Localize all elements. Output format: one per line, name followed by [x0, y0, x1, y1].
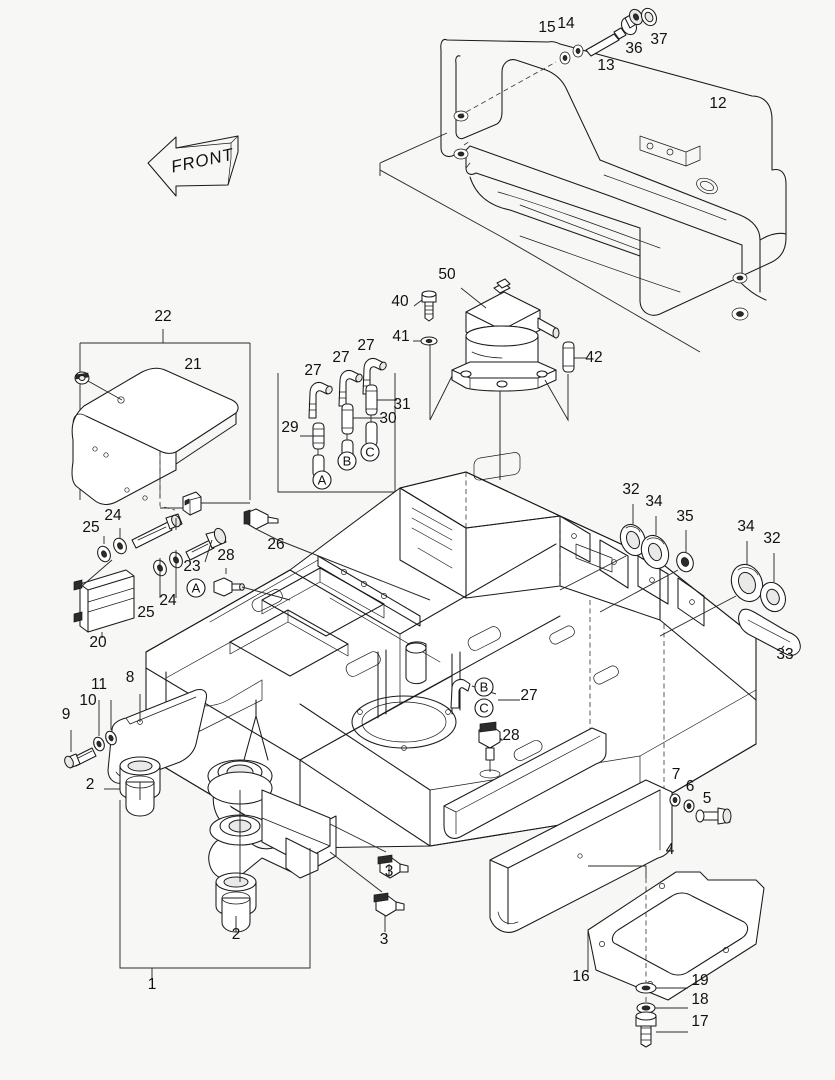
callout-number-bushing-pivot-a: 32 [622, 481, 639, 498]
front-label: FRONT [169, 145, 236, 177]
rear-panel-hardware [669, 793, 732, 825]
pivot-bushing-left [619, 523, 694, 573]
hinge-bracket-group [73, 513, 227, 638]
callout-number-washer-hinge-bracket-a: 24 [104, 507, 122, 524]
callout-number-connector-fitting-b: 28 [502, 727, 519, 744]
callout-number-grease-fitting-lower: 3 [380, 931, 389, 948]
callout-number-washer-floor-plate: 19 [691, 972, 708, 989]
callout-number-pivot-link: 33 [776, 646, 793, 663]
callout-number-seat-base-assembly: 22 [154, 308, 171, 325]
callout-number-floor-access-plate: 16 [572, 968, 589, 985]
seat-latch-bracket [182, 491, 202, 516]
callout-number-grease-fitting-frame: 26 [267, 536, 284, 553]
floor-plate-hardware [635, 982, 688, 1048]
callout-letter: A [192, 581, 201, 596]
circled-callout-detail-ref-c-frame: C [474, 698, 494, 718]
callout-number-lock-washer-floor-plate: 18 [691, 991, 708, 1008]
callout-number-elbow-fitting-c: 27 [357, 337, 374, 354]
side-guard-hardware [64, 694, 141, 769]
callout-number-bushing-hinge: 36 [625, 40, 642, 57]
grease-fitting-frame [243, 508, 431, 601]
callout-letter: B [480, 680, 489, 695]
callout-number-bolt-pump-mount: 40 [391, 293, 409, 310]
hose-detail-group [277, 358, 397, 493]
callout-letter: C [479, 701, 488, 716]
callout-number-elbow-fitting-a: 27 [304, 362, 321, 379]
grease-fitting-upper [377, 854, 409, 879]
callout-number-hose-a: 29 [281, 419, 298, 436]
callout-number-washer-hinge-bracket-b: 24 [159, 592, 177, 609]
callout-letter: C [365, 445, 374, 460]
connector-fitting-a [213, 568, 291, 601]
callout-circle [474, 698, 494, 718]
elbow-fitting-a [308, 382, 333, 419]
bolt-pump-mount [421, 290, 437, 322]
circled-callout-detail-ref-b-hose: B [337, 451, 357, 471]
rear-skirt-panel [489, 779, 673, 933]
callout-number-lock-washer-hinge-b: 25 [137, 604, 154, 621]
callout-number-elbow-fitting-b: 27 [332, 349, 349, 366]
floor-access-plate [587, 871, 765, 1001]
callout-number-bushing-front: 2 [86, 776, 95, 793]
callout-number-lock-washer-rear-panel: 7 [672, 766, 681, 783]
callout-number-side-guard-plate: 8 [126, 669, 135, 686]
callout-number-fuel-pump-assembly: 50 [438, 266, 456, 283]
callout-circle [312, 470, 332, 490]
callout-number-bolt-rear-panel: 5 [703, 790, 712, 807]
callout-number-grease-fitting-upper: 3 [385, 863, 394, 880]
seat-knob [74, 371, 90, 385]
callout-letter: B [343, 454, 352, 469]
engine-cover-cowl [440, 39, 787, 321]
grease-fitting-lower [373, 892, 405, 932]
bushing-rear [215, 872, 257, 933]
callout-number-hinge-bracket: 20 [89, 634, 107, 651]
callout-circle [474, 677, 494, 697]
elbow-fitting-b [338, 370, 363, 407]
circled-callout-detail-ref-b-frame: B [474, 677, 494, 697]
callout-number-bolt-side-guard: 9 [62, 706, 71, 723]
callout-number-lock-washer-side-guard: 11 [91, 676, 107, 693]
callout-label-layer: 1223345678910111213141516171819202122232… [62, 15, 794, 1030]
callout-number-bolt-floor-plate: 17 [691, 1013, 708, 1030]
callout-number-engine-cover-cowl: 12 [709, 95, 726, 112]
circled-callout-detail-ref-c-hose: C [360, 442, 380, 462]
callout-number-seat-base-cover: 21 [184, 356, 201, 373]
callout-circle [360, 442, 380, 462]
callout-number-elbow-fitting-installed: 27 [520, 687, 537, 704]
callout-number-lock-washer-hinge-a: 25 [82, 519, 99, 536]
frame-fittings-installed [450, 678, 520, 779]
callout-number-collar-spacer: 35 [676, 508, 693, 525]
pivot-bushing-right [730, 563, 801, 656]
callout-number-washer-rear-panel: 6 [686, 778, 695, 795]
circled-callout-detail-ref-a-hose: A [312, 470, 332, 490]
callout-circle [337, 451, 357, 471]
callout-number-connector-fitting-a: 28 [217, 547, 234, 564]
callout-number-hose-b: 30 [379, 410, 397, 427]
callout-number-washer-hinge: 14 [557, 15, 575, 32]
rear-skirt-rail [443, 727, 607, 839]
callout-number-hinge-pin-shaft: 13 [597, 57, 614, 74]
callout-number-seal-ring-b: 34 [737, 518, 755, 535]
callout-circle [186, 578, 206, 598]
callout-number-seal-ring-a: 34 [645, 493, 663, 510]
circled-callout-detail-ref-a-frame: A [186, 578, 206, 598]
callout-number-hose-pump: 42 [585, 349, 602, 366]
callout-number-cap-hinge: 37 [650, 31, 667, 48]
seat-base-assembly [71, 329, 251, 516]
callout-number-hose-c: 31 [393, 396, 410, 413]
callout-number-bushing-rear: 2 [232, 926, 241, 943]
callout-number-washer-side-guard: 10 [79, 692, 97, 709]
callout-number-washer-pump-mount: 41 [392, 328, 409, 345]
callout-number-bushing-pivot-b: 32 [763, 530, 780, 547]
callout-number-bracket-assembly-lower-left: 1 [148, 976, 157, 993]
callout-number-rear-skirt-panel: 4 [666, 841, 675, 858]
hinge-pin-hardware [559, 7, 658, 65]
callout-number-bolt-hinge-bracket: 23 [183, 558, 200, 575]
front-direction-arrow: FRONT [147, 135, 239, 197]
fuel-pump-assembly [413, 278, 586, 480]
callout-number-lock-washer-hinge: 15 [538, 19, 555, 36]
callout-letter: A [318, 473, 327, 488]
